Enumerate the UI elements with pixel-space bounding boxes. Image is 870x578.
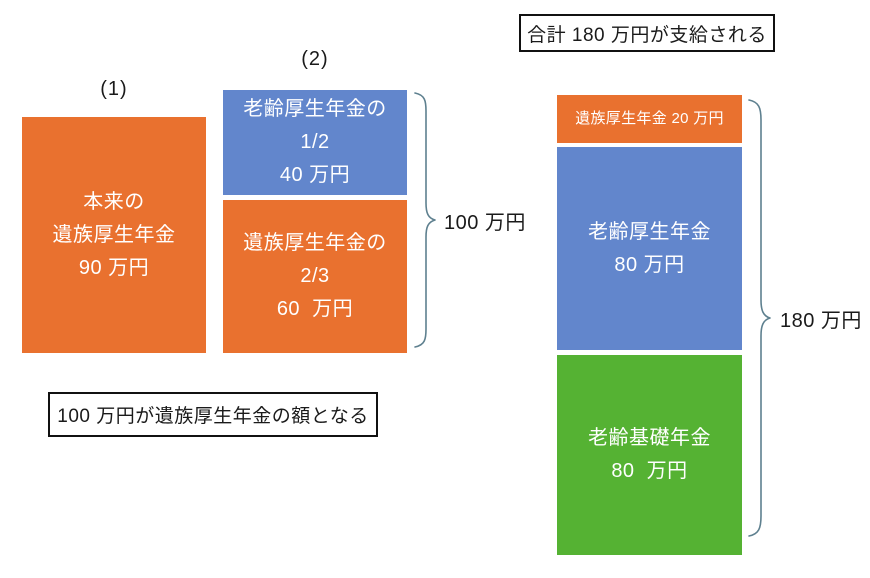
scenario1-box: 本来の 遺族厚生年金 90 万円: [22, 117, 206, 353]
scenario2-upper-line3: 40 万円: [279, 164, 351, 186]
stack-brace-label: 180 万円: [780, 309, 862, 332]
stack-basic-line1: 老齢基礎年金: [588, 427, 711, 449]
scenario2-lower-line2: 2/3: [300, 265, 330, 287]
scenario2-upper-box: 老齢厚生年金の 1/2 40 万円: [223, 90, 407, 195]
amount-note-callout: 100 万円が遺族厚生年金の額となる: [48, 392, 378, 437]
stack-segment-survivor-pension: 遺族厚生年金 20 万円: [557, 95, 742, 143]
scenario2-lower-line3: 60 万円: [276, 298, 354, 320]
stack-survivor-line1: 遺族厚生年金 20 万円: [575, 110, 724, 127]
stack-employee-line1: 老齢厚生年金: [588, 220, 711, 243]
total-note-callout: 合計 180 万円が支給される: [519, 14, 775, 52]
stack-basic-line2: 80 万円: [611, 460, 688, 482]
scenario2-upper-line2: 1/2: [300, 131, 330, 153]
scenario1-box-line1: 本来の: [83, 190, 145, 213]
stack-employee-line2: 80 万円: [614, 253, 685, 276]
scenario2-brace-label: 100 万円: [444, 211, 526, 234]
scenario2-lower-line1: 遺族厚生年金の: [243, 232, 387, 254]
brace-icon: [748, 99, 771, 537]
scenario2-upper-line1: 老齢厚生年金の: [243, 98, 387, 120]
brace-icon: [414, 92, 436, 348]
scenario2-label: (2): [301, 48, 329, 70]
stack-segment-old-age-basic-pension: 老齢基礎年金 80 万円: [557, 355, 742, 555]
scenario1-label: (1): [100, 78, 128, 100]
scenario1-box-line3: 90 万円: [78, 256, 150, 279]
scenario1-box-line2: 遺族厚生年金: [52, 223, 176, 246]
scenario2-lower-box: 遺族厚生年金の 2/3 60 万円: [223, 200, 407, 353]
stack-segment-old-age-employee-pension: 老齢厚生年金 80 万円: [557, 147, 742, 350]
